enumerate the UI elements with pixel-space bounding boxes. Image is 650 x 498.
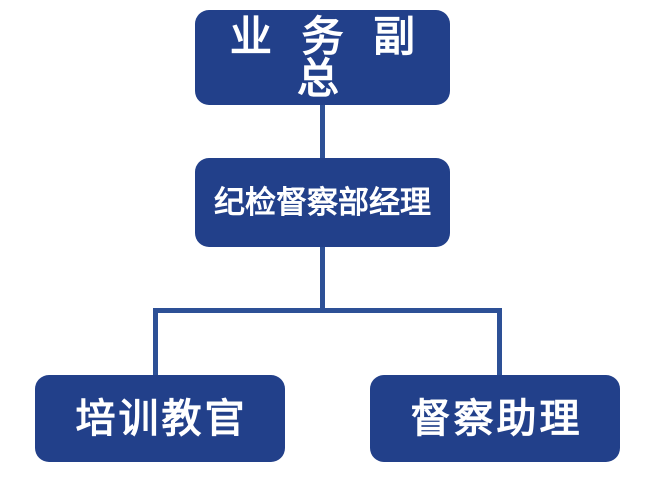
connector-branch-to-instructor [153, 308, 158, 380]
org-node-training-instructor[interactable]: 培训教官 [35, 375, 285, 462]
connector-branch-to-assistant [497, 308, 502, 380]
connector-manager-trunk [320, 243, 325, 313]
connector-horizontal-branch [153, 308, 502, 313]
connector-vp-to-manager [320, 100, 325, 162]
org-node-vice-president[interactable]: 业 务 副 总 [195, 10, 450, 105]
org-node-supervision-assistant[interactable]: 督察助理 [370, 375, 620, 462]
org-node-discipline-inspection-manager[interactable]: 纪检督察部经理 [195, 158, 450, 247]
